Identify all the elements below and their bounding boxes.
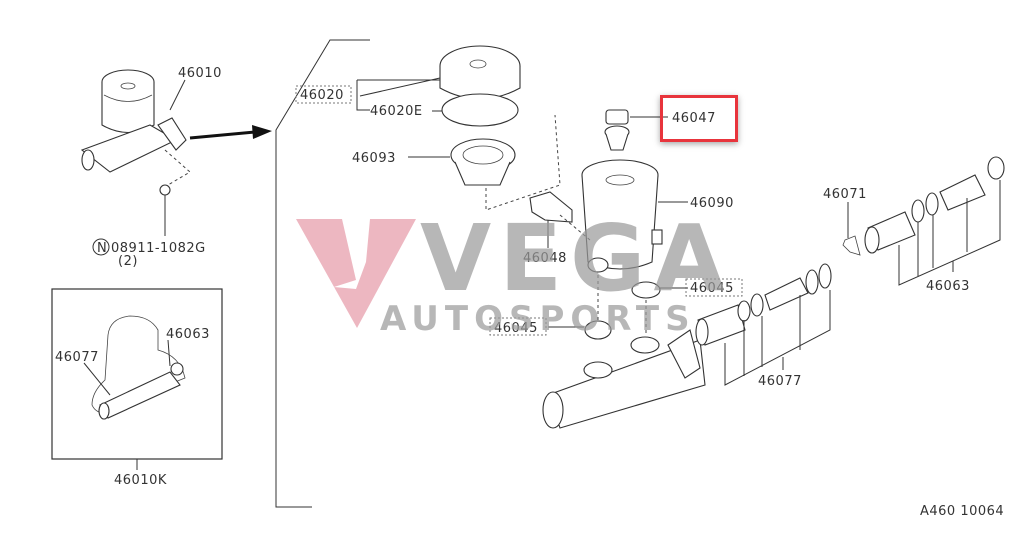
master-cylinder-assembly-illustration [80,69,187,196]
highlight-box-46047 [660,95,738,142]
nut-symbol-icon [92,238,110,256]
secondary-piston-illustration [695,263,832,346]
watermark-sub: AUTOSPORTS [380,299,696,339]
strainer-illustration [450,138,516,186]
label-nut-code: 08911-1082G [111,241,206,256]
label-46045-lower: 46045 [494,321,538,336]
leader-bracket [724,290,831,386]
cylinder-body-illustration [542,329,706,429]
figure-code: A460 10064 [920,504,1004,519]
arrow-right-icon [189,125,272,140]
leader-bracket [356,80,370,111]
grommet-lower-illustration [584,320,612,340]
label-46090: 46090 [690,196,734,211]
label-46045-upper: 46045 [690,281,734,296]
tank-outlet-illustration [587,257,609,273]
v-logo-icon [296,219,416,328]
grommet-upper-illustration [631,281,661,299]
leader-bracket [898,180,1001,286]
label-46020: 46020 [300,88,344,103]
clip-illustration [529,191,573,223]
repair-kit-illustration [91,315,186,420]
label-46063: 46063 [926,279,970,294]
leader-dash [559,214,591,241]
label-46047: 46047 [672,111,716,126]
watermark-brand: VEGA [420,205,733,312]
detail-bracket [275,39,370,508]
leader-dash [485,114,561,211]
label-46093: 46093 [352,151,396,166]
label-frame [489,317,547,336]
reservoir-tank-illustration [581,159,663,270]
label-frame [685,278,743,297]
label-46077: 46077 [758,374,802,389]
label-46048: 46048 [523,251,567,266]
filter-part-illustration [604,109,630,151]
label-46020e: 46020E [370,104,423,119]
label-nut-prefix: N [97,241,107,256]
inset-box [51,288,223,460]
leader-line [83,362,111,396]
leader-dash [164,149,191,186]
stopper-illustration [842,235,861,256]
vega-logo-watermark: VEGA AUTOSPORTS [296,205,733,339]
label-inset-46063: 46063 [166,327,210,342]
reservoir-cap-illustration [439,45,521,127]
label-46010: 46010 [178,66,222,81]
leader-line [167,339,171,367]
leader-line [169,79,186,111]
primary-piston-illustration [864,156,1005,254]
label-46010k: 46010K [114,473,167,488]
leader-line [359,77,441,97]
label-46071: 46071 [823,187,867,202]
label-inset-46077: 46077 [55,350,99,365]
label-nut-qty: (2) [118,254,138,269]
